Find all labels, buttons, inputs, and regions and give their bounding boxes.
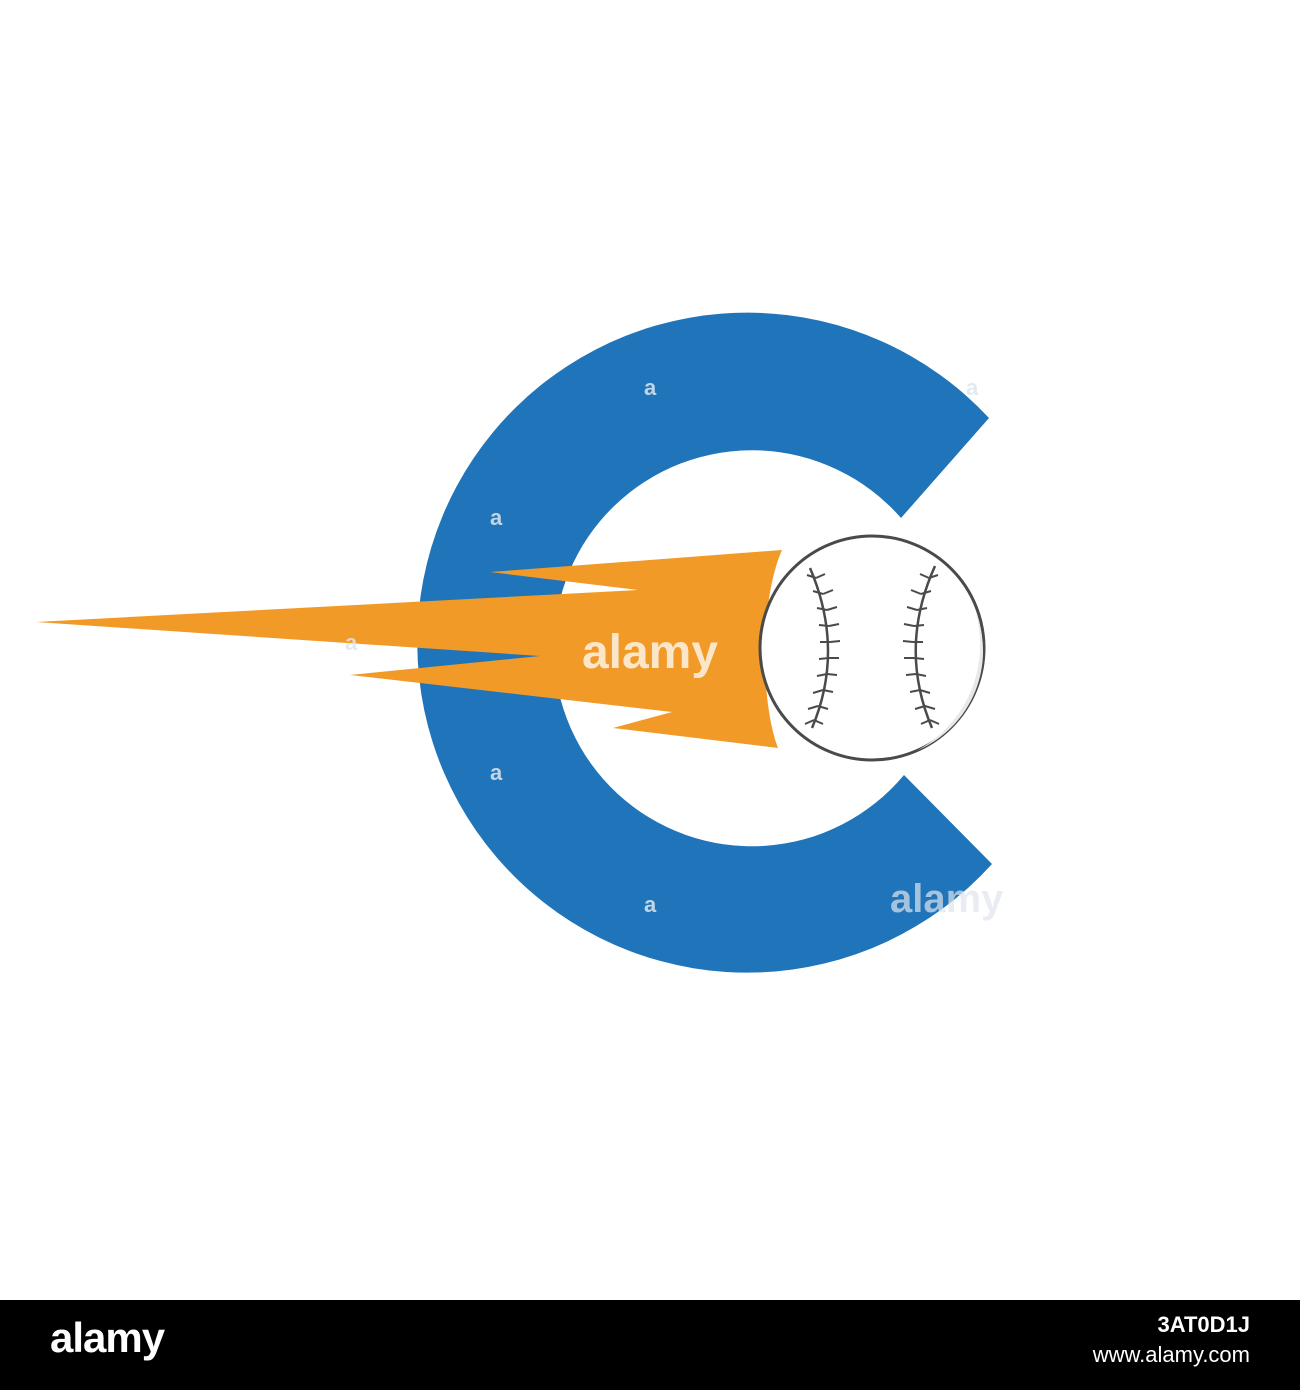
watermark-mark: a <box>644 892 657 917</box>
watermark-center-text: alamy <box>582 626 718 679</box>
watermark-mark: a <box>490 760 503 785</box>
watermark-mark: a <box>490 505 503 530</box>
watermark-marks: a a a a a a <box>345 375 979 917</box>
left-stitch-seam <box>808 567 830 729</box>
stitches <box>804 573 940 725</box>
right-stitch-seam <box>914 565 937 729</box>
footer-url: www.alamy.com <box>1092 1342 1250 1367</box>
watermark-mark: a <box>966 375 979 400</box>
watermark-mark: a <box>644 375 657 400</box>
footer-bar: alamy 3AT0D1J www.alamy.com <box>0 1300 1300 1390</box>
footer-logo: alamy <box>50 1314 165 1361</box>
logo-artwork: a a a a a a alamy alamy <box>36 312 1004 973</box>
image-id: 3AT0D1J <box>1157 1312 1250 1337</box>
speed-flame-icon <box>36 550 782 748</box>
watermark-edge-text: alamy <box>890 877 1004 921</box>
baseball-icon <box>758 534 986 762</box>
letter-c-shape <box>417 312 992 973</box>
footer-info: 3AT0D1J www.alamy.com <box>1093 1310 1250 1370</box>
watermark-mark: a <box>345 630 358 655</box>
